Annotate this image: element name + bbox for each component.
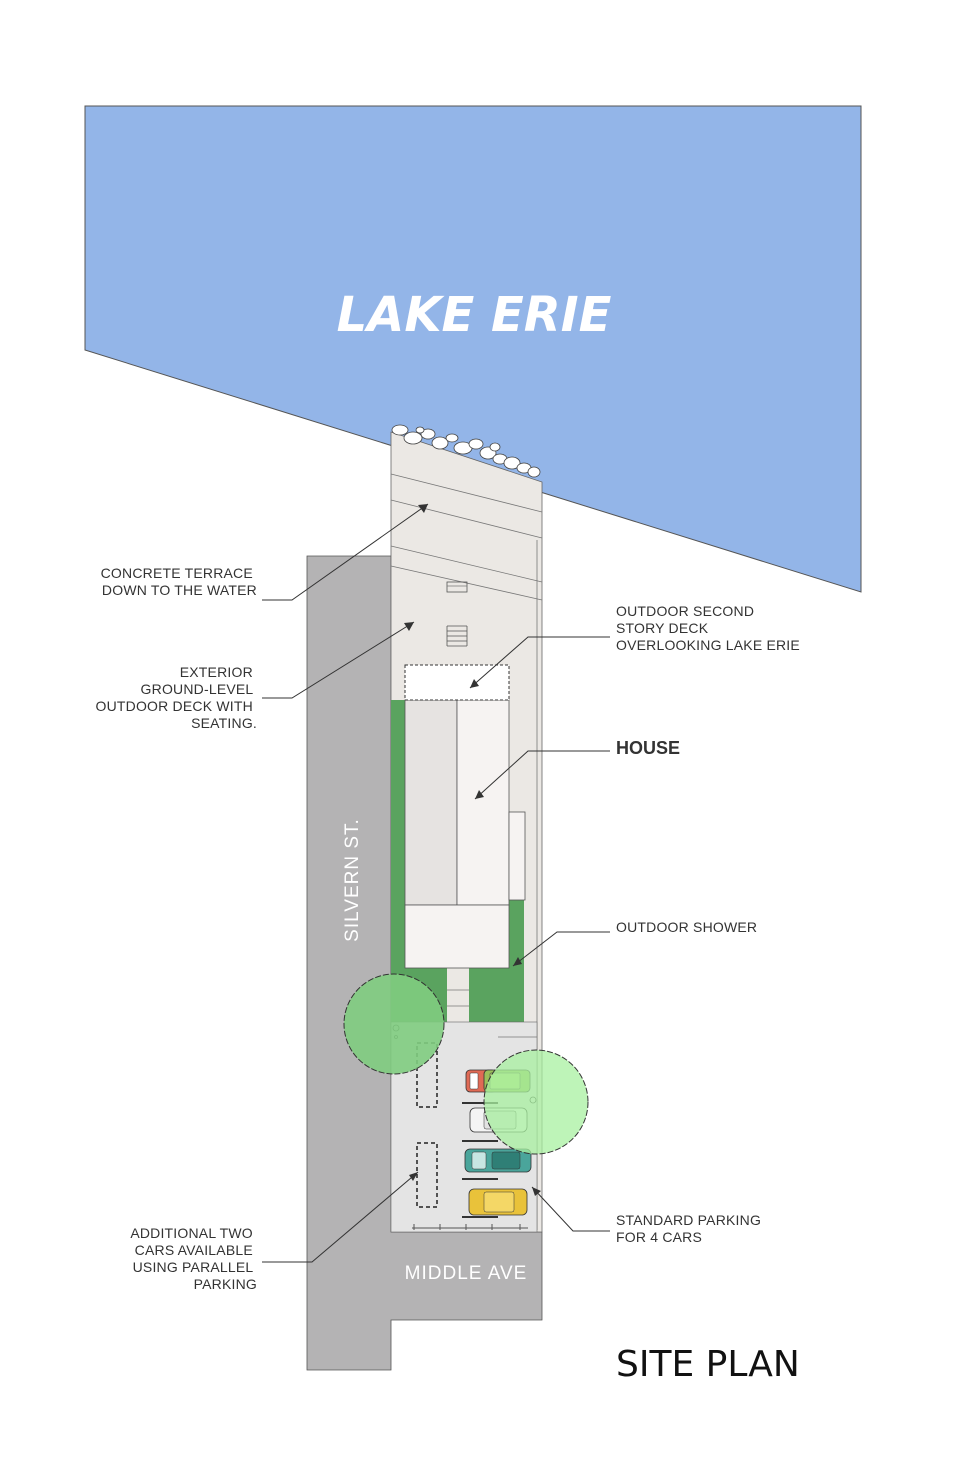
lake-erie-water [84, 105, 862, 593]
second-deck-callout: OUTDOOR SECOND STORY DECK OVERLOOKING LA… [616, 603, 800, 653]
house-callout: HOUSE [616, 738, 680, 758]
tree-right [483, 1049, 589, 1155]
standard-parking-callout: STANDARD PARKING FOR 4 CARS [616, 1212, 765, 1245]
shoreline-rocks [391, 424, 541, 478]
ground-deck-callout: EXTERIOR GROUND-LEVEL OUTDOOR DECK WITH … [96, 664, 258, 731]
car-yellow [468, 1188, 528, 1216]
house-footprint [404, 699, 526, 969]
tree-left [343, 973, 445, 1075]
second-story-deck [404, 664, 510, 701]
middle-ave-label: MIDDLE AVE [405, 1263, 528, 1284]
lake-name-label: LAKE ERIE [337, 287, 612, 343]
car-teal [464, 1148, 532, 1173]
silvern-street-label: SILVERN ST. [342, 818, 363, 942]
callout-leaders [262, 503, 610, 1263]
terrace-callout: CONCRETE TERRACE DOWN TO THE WATER [101, 565, 257, 598]
parallel-parking-callout: ADDITIONAL TWO CARS AVAILABLE USING PARA… [130, 1225, 257, 1292]
shower-callout: OUTDOOR SHOWER [616, 919, 757, 935]
parallel-parking-space-2 [416, 1142, 438, 1208]
site-plan-title: SITE PLAN [616, 1344, 800, 1385]
